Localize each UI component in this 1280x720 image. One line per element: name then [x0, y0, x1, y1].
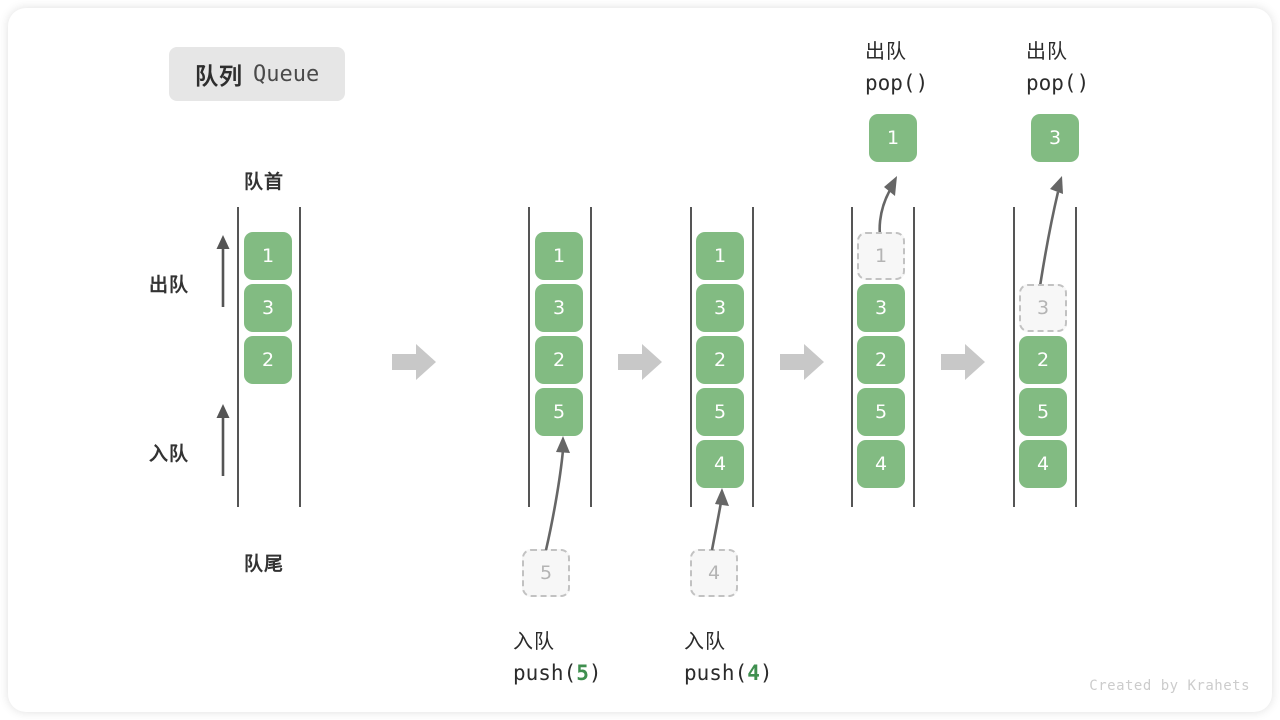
operation-label-pop-1: 出队 pop() [865, 37, 928, 99]
dequeued-ghost-element: 3 [1019, 284, 1067, 332]
operation-cn: 出队 [865, 41, 907, 63]
enqueue-direction-arrow-icon [216, 404, 230, 476]
stage-separator-arrow-icon [780, 344, 824, 380]
operation-cn: 出队 [1026, 41, 1068, 63]
operation-fn-close: ) [1076, 71, 1090, 95]
diagram-card: 队列 Queue 队首 队尾 出队 入队 1 3 2 1 3 2 5 5 入队 … [8, 8, 1272, 712]
queue-rail-right-2 [590, 207, 592, 507]
queue-rail-left-2 [528, 207, 530, 507]
diagram-title-chip: 队列 Queue [169, 47, 346, 101]
stage-separator-arrow-icon [941, 344, 985, 380]
dequeued-ghost-element: 1 [857, 232, 905, 280]
queue-rail-left-3 [690, 207, 692, 507]
enqueue-direction-label: 入队 [149, 444, 190, 465]
queue-element: 1 [696, 232, 744, 280]
queue-element: 4 [857, 440, 905, 488]
credit-text: Created by Krahets [1089, 678, 1250, 694]
operation-code: pop() [865, 67, 928, 99]
queue-element: 2 [535, 336, 583, 384]
operation-cn: 入队 [684, 631, 726, 653]
popped-element: 1 [869, 114, 917, 162]
queue-rail-right-4 [913, 207, 915, 507]
queue-element: 2 [244, 336, 292, 384]
queue-element: 3 [857, 284, 905, 332]
enqueue-motion-arrow-icon [544, 436, 570, 551]
diagram-title-cn: 队列 [195, 63, 243, 89]
queue-element: 1 [244, 232, 292, 280]
stage-separator-arrow-icon [392, 344, 436, 380]
diagram-stage: 队列 Queue 队首 队尾 出队 入队 1 3 2 1 3 2 5 5 入队 … [8, 8, 1272, 712]
queue-rail-left-4 [851, 207, 853, 507]
queue-element: 2 [696, 336, 744, 384]
queue-rail-left-1 [237, 207, 239, 507]
queue-rail-right-1 [299, 207, 301, 507]
dequeue-direction-label: 出队 [149, 275, 190, 296]
queue-element: 2 [857, 336, 905, 384]
popped-element: 3 [1031, 114, 1079, 162]
queue-element: 1 [535, 232, 583, 280]
queue-element: 3 [696, 284, 744, 332]
queue-element: 5 [1019, 388, 1067, 436]
operation-code: push(4) [684, 657, 773, 689]
operation-fn-close: ) [915, 71, 929, 95]
operation-label-push-4: 入队 push(4) [684, 627, 773, 689]
operation-label-pop-3: 出队 pop() [1026, 37, 1089, 99]
incoming-ghost-element: 4 [690, 549, 738, 597]
dequeue-direction-arrow-icon [216, 235, 230, 307]
queue-element: 5 [535, 388, 583, 436]
queue-element: 3 [535, 284, 583, 332]
operation-fn: push( [684, 661, 748, 685]
queue-head-label: 队首 [244, 172, 285, 193]
operation-arg: 5 [576, 661, 589, 685]
queue-rail-right-3 [752, 207, 754, 507]
queue-element: 2 [1019, 336, 1067, 384]
queue-tail-label: 队尾 [244, 554, 285, 575]
queue-rail-left-5 [1013, 207, 1015, 507]
queue-element: 4 [696, 440, 744, 488]
diagram-title-en: Queue [253, 61, 320, 87]
queue-element: 4 [1019, 440, 1067, 488]
queue-element: 3 [244, 284, 292, 332]
operation-fn-close: ) [759, 661, 773, 685]
operation-fn: pop( [865, 71, 916, 95]
operation-fn: pop( [1026, 71, 1077, 95]
operation-fn: push( [513, 661, 577, 685]
operation-code: push(5) [513, 657, 602, 689]
queue-element: 5 [696, 388, 744, 436]
operation-code: pop() [1026, 67, 1089, 99]
stage-separator-arrow-icon [618, 344, 662, 380]
operation-cn: 入队 [513, 631, 555, 653]
operation-label-push-5: 入队 push(5) [513, 627, 602, 689]
operation-fn-close: ) [588, 661, 602, 685]
queue-element: 5 [857, 388, 905, 436]
enqueue-motion-arrow-icon [710, 488, 729, 551]
operation-arg: 4 [747, 661, 760, 685]
queue-rail-right-5 [1075, 207, 1077, 507]
